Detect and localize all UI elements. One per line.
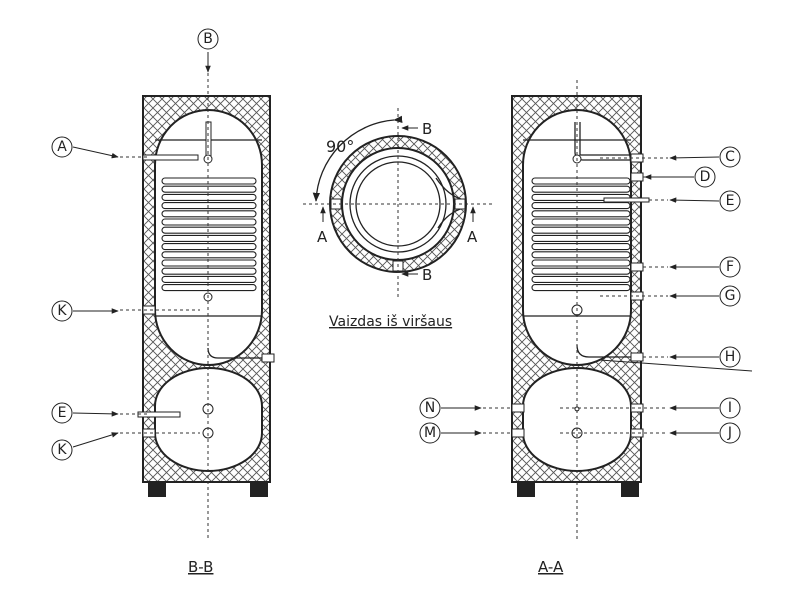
coil-turn (531, 267, 631, 275)
coil-turn (161, 226, 257, 234)
coil-turn (531, 218, 631, 226)
label-e: E (51, 402, 73, 424)
coil-turn (161, 275, 257, 283)
coil-turn (161, 210, 257, 218)
mark-b-bottom: B (422, 266, 432, 284)
label-b-top: B (197, 28, 219, 50)
section-bb: B A K E K B-B (51, 28, 275, 576)
section-bb-title: B-B (188, 558, 213, 576)
coil-turn (531, 177, 631, 185)
port-k-lower (142, 428, 156, 438)
section-aa: C D E F G H I J N M A-A (419, 80, 753, 576)
mark-a-left: A (317, 228, 328, 246)
coil-turn (531, 210, 631, 218)
port-a (142, 154, 199, 161)
coil-turn (531, 226, 631, 234)
mark-a-right: A (467, 228, 478, 246)
port-k-upper (142, 305, 156, 315)
coil-turn (531, 259, 631, 267)
label-k-upper: K (51, 300, 73, 322)
svg-text:D: D (700, 169, 711, 185)
label-i: I (719, 397, 741, 419)
rotation-arc (312, 115, 403, 202)
coil-turn (531, 185, 631, 193)
top-view: 90° B B A A Vaizdas iš viršaus (303, 108, 493, 330)
svg-text:N: N (425, 400, 435, 416)
coil-turn (161, 251, 257, 259)
port-outlet (261, 353, 275, 363)
coil-turn (161, 185, 257, 193)
svg-text:E: E (58, 405, 67, 421)
svg-text:F: F (726, 259, 734, 275)
svg-text:C: C (725, 149, 735, 165)
heat-exchanger-coil (161, 177, 257, 292)
label-k-lower: K (51, 439, 73, 461)
label-c: C (719, 146, 741, 168)
svg-text:K: K (57, 442, 67, 458)
label-g: G (719, 285, 741, 307)
svg-text:J: J (727, 425, 732, 441)
angle-label: 90° (326, 137, 354, 156)
coil-turn (161, 218, 257, 226)
label-a: A (51, 136, 73, 158)
svg-text:M: M (424, 425, 436, 441)
label-n: N (419, 397, 441, 419)
coil-turn (161, 234, 257, 242)
coil-turn (531, 251, 631, 259)
label-f: F (719, 256, 741, 278)
foot-right (250, 482, 268, 497)
svg-text:B: B (203, 31, 213, 47)
label-d: D (694, 166, 716, 188)
mark-b-top: B (422, 120, 432, 138)
label-j: J (719, 422, 741, 444)
coil-turn (161, 267, 257, 275)
coil-turn (161, 243, 257, 251)
label-e: E (719, 190, 741, 212)
svg-text:I: I (728, 400, 732, 416)
heat-exchanger-coil (531, 177, 631, 292)
lower-tank (154, 367, 263, 472)
top-view-caption: Vaizdas iš viršaus (329, 314, 452, 330)
svg-text:H: H (725, 349, 736, 365)
svg-text:K: K (57, 303, 67, 319)
svg-text:A: A (57, 139, 67, 155)
foot-left (148, 482, 166, 497)
coil-turn (531, 234, 631, 242)
svg-text:E: E (726, 193, 735, 209)
coil-turn (161, 193, 257, 201)
coil-turn (161, 202, 257, 210)
coil-turn (161, 177, 257, 185)
lower-tank (522, 367, 632, 472)
coil-turn (161, 259, 257, 267)
coil-turn (531, 243, 631, 251)
coil-turn (161, 284, 257, 292)
svg-text:G: G (725, 288, 736, 304)
coil-turn (531, 202, 631, 210)
section-aa-title: A-A (538, 558, 564, 576)
coil-turn (531, 275, 631, 283)
coil-turn (531, 284, 631, 292)
label-m: M (419, 422, 441, 444)
label-h: H (719, 346, 741, 368)
